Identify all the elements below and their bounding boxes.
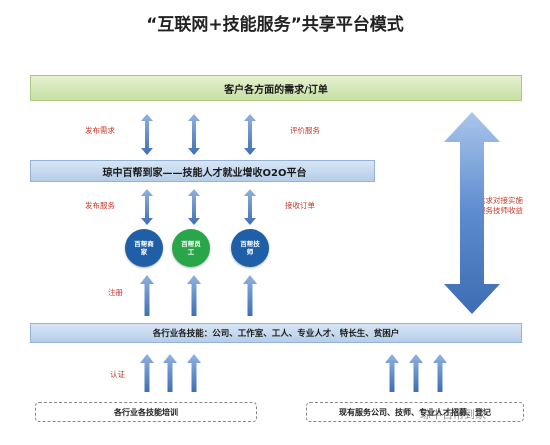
up-arrow-left-a (140, 354, 154, 392)
diagram-title: “互联网+技能服务”共享平台模式 (146, 15, 404, 35)
label-register: 注册 (108, 288, 123, 297)
skills-band: 各行业各技能：公司、工作室、工人、专业人才、特长生、贫困户 (30, 323, 522, 343)
up-arrow-left-b (163, 354, 177, 392)
up-arrow-right-a (385, 354, 399, 392)
double-arrow-6 (244, 189, 256, 225)
big-double-arrow (444, 112, 500, 314)
label-evaluate-service: 评价服务 (290, 126, 320, 135)
technician-circle: 百帮技师 (231, 229, 269, 267)
watermark: 琼中百帮到家 (420, 408, 486, 421)
platform-band: 琼中百帮到家——技能人才就业增收O2O平台 (30, 160, 375, 182)
merchant-circle: 百帮商家 (125, 229, 163, 267)
up-arrow-2 (187, 275, 201, 316)
double-arrow-2 (188, 114, 200, 155)
double-arrow-3 (244, 114, 256, 155)
label-certify: 认证 (110, 370, 125, 379)
double-arrow-5 (188, 189, 200, 225)
training-box: 各行业各技能培训 (35, 402, 257, 422)
double-arrow-4 (141, 189, 153, 225)
up-arrow-1 (140, 275, 154, 316)
up-arrow-3 (243, 275, 257, 316)
up-arrow-right-c (433, 354, 447, 392)
label-publish-demand: 发布需求 (85, 126, 115, 135)
up-arrow-left-c (187, 354, 201, 392)
employee-circle: 百帮员工 (172, 229, 210, 267)
label-accept-order: 接收订单 (285, 201, 315, 210)
double-arrow-1 (141, 114, 153, 155)
label-publish-service: 发布服务 (85, 201, 115, 210)
existing-providers-box: 现有服务公司、技师、专业人才招募、登记 (306, 402, 524, 422)
up-arrow-right-b (409, 354, 423, 392)
customer-demand-band: 客户各方面的需求/订单 (30, 75, 522, 101)
side-annotation: 供求对接实施服务技师收益 (478, 196, 523, 216)
